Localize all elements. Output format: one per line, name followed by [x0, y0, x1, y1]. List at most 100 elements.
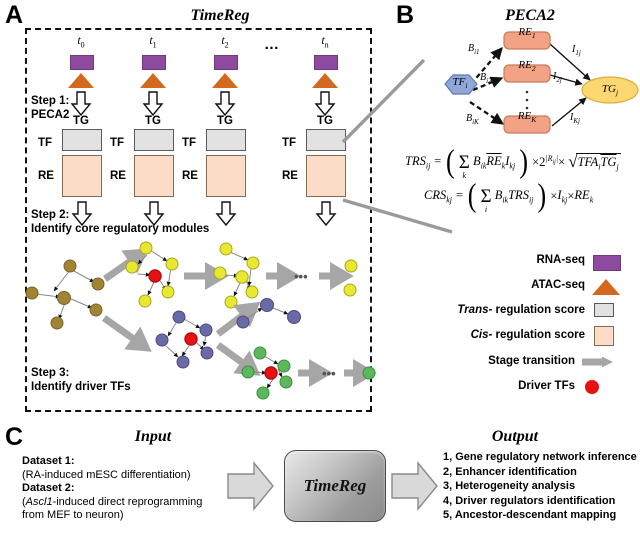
- down-arrow-step2-tn: [315, 201, 337, 227]
- re-label-t0: RE: [38, 170, 54, 182]
- panel-b-letter: B: [396, 1, 415, 29]
- tg-label-tn: TG: [317, 115, 333, 127]
- peca2-diagram: [444, 31, 639, 134]
- timepoint-label-t1: t1: [149, 33, 157, 50]
- edge-I2j: [549, 74, 583, 86]
- atac-seq-marker-t2: [212, 73, 238, 88]
- tf-label-t0: TF: [38, 137, 53, 149]
- legend-swatch-atac-seq: [592, 279, 620, 295]
- cis-score-box-tn: [306, 155, 346, 197]
- cis-score-box-t2: [206, 155, 246, 197]
- rna-seq-marker-t1: [142, 55, 166, 70]
- down-arrow-step1-t2: [214, 91, 236, 117]
- legend-swatch-trans-score: [594, 303, 614, 317]
- rek-box: [503, 115, 551, 134]
- trans-score-box-t0: [62, 129, 102, 151]
- driver-tf-node-stage2: [184, 332, 198, 346]
- network-ellipsis-bottom: •••: [322, 366, 336, 381]
- network-stage-1: [125, 241, 179, 308]
- tf-label-tn: TF: [282, 137, 297, 149]
- step-3-label: Step 3: Identify driver TFs: [31, 367, 131, 393]
- step-1-label: Step 1: PECA2: [31, 95, 70, 121]
- timereg-process-label: TimeReg: [303, 476, 367, 495]
- atac-seq-marker-tn: [312, 73, 338, 88]
- re2-node-label: RE2: [518, 59, 536, 74]
- input-block-arrow: [227, 461, 274, 511]
- legend-label-rna-seq: RNA-seq: [536, 254, 585, 266]
- tg-ellipse: [581, 76, 639, 104]
- edge-label-Bi1: Bi1: [468, 43, 480, 56]
- legend-label-driver-tfs: Driver TFs: [518, 380, 575, 392]
- re2-box: [503, 64, 551, 83]
- tf-label-t1: TF: [110, 137, 125, 149]
- network-stage-3: [241, 346, 293, 400]
- dataset-2-desc-line1: (Ascl1-induced direct reprogramming: [22, 495, 203, 508]
- cis-score-box-t1: [134, 155, 174, 197]
- down-arrow-step2-t2: [215, 201, 237, 227]
- edge-label-IKj: IKj: [570, 112, 580, 125]
- edge-label-I1j: I1j: [572, 44, 581, 57]
- legend-swatch-driver-tfs: [585, 380, 599, 394]
- network-stage-2: [155, 310, 214, 369]
- network-ellipsis-top: •••: [294, 269, 308, 284]
- edge-BiK: [469, 101, 505, 125]
- step-2-label: Step 2: Identify core regulatory modules: [31, 209, 210, 235]
- cis-score-box-t0: [62, 155, 102, 197]
- down-arrow-step1-t0: [70, 91, 92, 117]
- driver-tf-node-stage3: [264, 366, 278, 380]
- network-node-far-2: [343, 283, 357, 297]
- stage-transition-arrow-0-purple: [101, 315, 152, 352]
- network-stage-0: [25, 259, 105, 330]
- trans-score-box-t2: [206, 129, 246, 151]
- network-stage-1b: [213, 242, 260, 309]
- trans-score-box-t1: [134, 129, 174, 151]
- down-arrow-step1-t1: [142, 91, 164, 117]
- legend-label-trans-score: Trans- regulation score: [457, 304, 585, 316]
- edge-label-BiK: BiK: [466, 113, 479, 126]
- rek-node-label: REK: [517, 110, 537, 125]
- output-item-3: 3, Heterogeneity analysis: [443, 480, 576, 493]
- re-label-tn: RE: [282, 170, 298, 182]
- timepoint-label-t0: t0: [77, 33, 85, 50]
- timereg-process-box: TimeReg: [284, 450, 386, 522]
- timepoint-label-tn: tn: [321, 33, 329, 50]
- dataset-2-desc-line2: from MEF to neuron): [22, 509, 124, 521]
- panel-a-dashed-border: [25, 28, 372, 412]
- edge-IKj: [551, 97, 587, 127]
- panel-a-letter: A: [5, 1, 24, 29]
- tf-node-label: TFi: [452, 76, 468, 91]
- timepoint-label-t2: t2: [221, 33, 229, 50]
- output-item-5: 5, Ancestor-descendant mapping: [443, 509, 617, 522]
- edge-label-I2j: I2j: [553, 71, 562, 84]
- output-item-2: 2, Enhancer identification: [443, 465, 577, 478]
- panel-b-title: PECA2: [505, 7, 555, 24]
- re-label-t2: RE: [182, 170, 198, 182]
- edge-Bi2: [472, 76, 504, 92]
- regulatory-module-networks: •••: [25, 241, 377, 400]
- re1-box: [503, 31, 551, 50]
- stage-transition-arrow-branch-down: [215, 342, 261, 376]
- tg-label-t2: TG: [217, 115, 233, 127]
- rna-seq-marker-t2: [214, 55, 238, 70]
- timepoint-ellipsis: …: [264, 36, 280, 53]
- network-branch-purple: [236, 298, 301, 329]
- dataset-1-name: Dataset 1:: [22, 455, 75, 467]
- tf-hexagon: [444, 74, 478, 95]
- panel-c-output-title: Output: [491, 428, 539, 445]
- re1-node-label: RE1: [518, 26, 536, 41]
- legend-label-stage-transition: Stage transition: [488, 355, 575, 367]
- atac-seq-marker-t1: [140, 73, 166, 88]
- panel-a-title: TimeReg: [190, 7, 250, 24]
- output-item-1: 1, Gene regulatory network inference: [443, 451, 637, 463]
- tg-label-t1: TG: [145, 115, 161, 127]
- edge-label-Bi2: Bi2: [480, 72, 492, 85]
- legend-swatch-stage-transition: [582, 356, 613, 368]
- tg-node-label: TGj: [601, 83, 619, 98]
- legend-swatch-rna-seq: [593, 255, 621, 271]
- edge-I1j: [549, 43, 591, 81]
- network-node-far-green: [362, 366, 376, 380]
- down-arrow-step1-tn: [314, 91, 336, 117]
- legend-label-atac-seq: ATAC-seq: [531, 279, 585, 291]
- output-list: 1, Gene regulatory network inference 2, …: [443, 450, 640, 523]
- tg-label-t0: TG: [73, 115, 89, 127]
